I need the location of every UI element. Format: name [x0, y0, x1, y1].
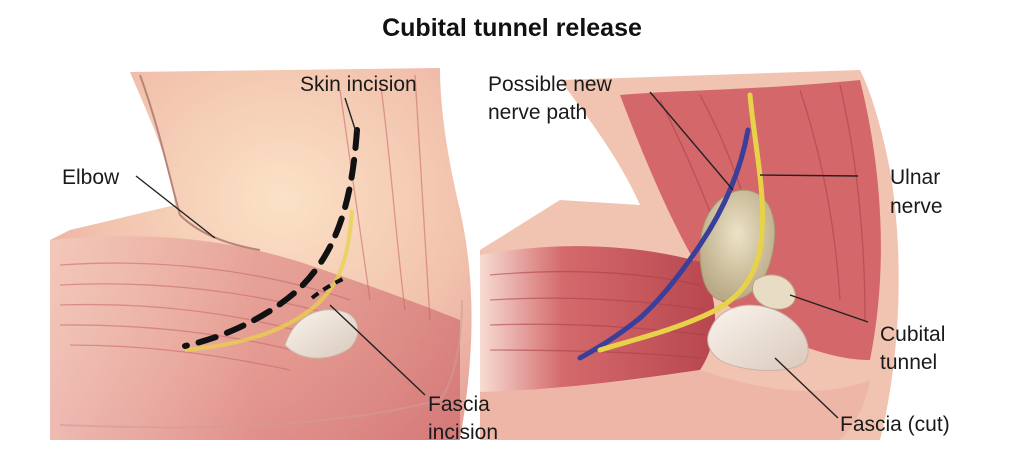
ulnar-nerve-line [597, 92, 766, 353]
label-cubital-tunnel-line1: Cubital [880, 323, 946, 346]
leader-lines-left [135, 97, 426, 396]
left-panel-skin-view [50, 68, 472, 440]
label-ulnar-nerve-line2: nerve [890, 195, 943, 218]
label-fascia-incision-line2: incision [428, 421, 499, 444]
label-possible-new-nerve-path-line2: nerve path [488, 101, 588, 124]
forearm-skin-right [480, 370, 870, 440]
label-cubital-tunnel-line2: tunnel [880, 351, 938, 374]
elbow-crease [139, 74, 261, 251]
label-skin-incision: Skin incision [300, 73, 417, 96]
right-panel-anatomy-view [480, 70, 899, 440]
muscle-striations-right [489, 84, 866, 359]
forearm-muscles-right [480, 246, 715, 392]
fascia-pad-left [284, 309, 359, 359]
muscle-striations-left [59, 74, 431, 371]
label-possible-new-nerve-path-line1: Possible new [488, 73, 612, 96]
leader-lines-right [649, 91, 869, 419]
fascia-cut-flap [707, 304, 809, 371]
label-fascia-incision-line1: Fascia [428, 393, 490, 416]
cubital-tunnel-opening [752, 274, 796, 310]
label-elbow: Elbow [62, 166, 120, 189]
ulnar-nerve-glimpse [184, 209, 354, 352]
figure-title: Cubital tunnel release [382, 14, 642, 42]
label-ulnar-nerve-line1: Ulnar [890, 166, 941, 189]
new-nerve-path-line [577, 127, 751, 361]
label-fascia-cut: Fascia (cut) [840, 413, 950, 436]
fascia-incision-line [310, 276, 346, 300]
